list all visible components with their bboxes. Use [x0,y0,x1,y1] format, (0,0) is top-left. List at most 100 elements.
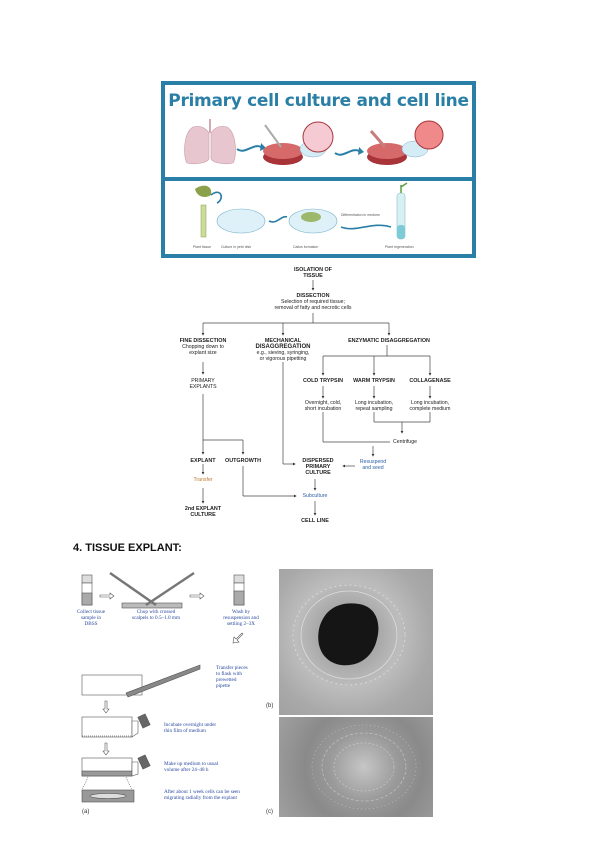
explant-micrograph-c [279,717,433,817]
fine-title: FINE DISSECTION [179,338,227,344]
subculture-label: Subculture [302,493,328,499]
down-arrow-icon [102,742,110,756]
enzymatic-node: ENZYMATIC DISAGGREGATION [348,338,430,344]
collagenase-title: COLLAGENASE [409,378,451,384]
migrating-cells-image [311,724,417,810]
chop-line-1: Chop with crossed [136,609,176,615]
transfer-line-4: pipette [216,683,231,689]
transfer-step-label: Transfer pieces to flask with prewetted … [216,665,248,689]
warm-desc: Long incubation, repeat sampling [355,400,393,412]
after-step-label: After about 1 week cells can be seen mig… [164,789,240,801]
flask-icon [81,713,151,738]
second-explant-2: CULTURE [190,512,216,518]
chop-line-2: scalpels to 0.5–1.0 mm [132,615,180,621]
after-line-2: migrating radially from the explant [164,795,237,801]
explant-closeup-icon [81,776,135,803]
tissue-explant-figure: Collect tissue sample in DBSS Chop with … [76,565,434,820]
collect-step-label: Collect tissue sample in DBSS [76,609,106,627]
arrow-icon [189,592,205,600]
tube-icon [81,574,93,606]
fine-desc-2: explant size [189,350,217,356]
scalpels-dish-icon [109,571,195,609]
collect-line-1: Collect tissue [76,609,106,615]
explant-tissue-mass [318,603,379,666]
warm-desc-2: repeat sampling [355,406,393,412]
collagenase-node: COLLAGENASE [409,378,450,384]
resuspend-1: Resuspend [359,459,387,465]
flowchart-connectors [201,280,432,516]
explant-micrograph-b [279,569,433,715]
arrow-icon [236,145,262,152]
collagenase-desc: Long incubation, complete medium [410,400,451,412]
explant-outgrowth-image [292,584,406,686]
resuspend-2: and seed [362,465,384,471]
down-arrow-icon [102,700,110,714]
mechanical-node: MECHANICAL DISAGGREGATION e.g., sieving,… [256,338,311,362]
mechanical-desc-2: or vigorous pipetting [259,356,307,362]
second-explant-node: 2nd EXPLANT CULTURE [185,506,221,518]
explant-node: EXPLANT [190,458,215,464]
cell-line-node: CELL LINE [301,518,329,524]
banner-title: Primary cell culture and cell line [168,91,469,111]
centrifuge-node: Centrifuge [393,439,417,445]
wash-line-3: settling 2–3X [226,621,256,627]
centrifuge-label: Centrifuge [393,439,417,445]
collect-line-3: DBSS [84,621,98,627]
culture-dish-icon [216,208,266,234]
mechanical-title-1: MECHANICAL [264,338,302,344]
panel-label-b: (b) [266,703,274,709]
primary-explants-node: PRIMARY EXPLANTS [189,378,216,390]
makeup-line-1: Make up medium to usual [164,761,219,767]
mechanical-title-2: DISAGGREGATION [255,344,311,350]
cold-trypsin-node: COLD TRYPSIN [303,378,343,384]
plant-tissue-label: Plant tissue [193,245,212,249]
cold-desc: Overnight, cold, short incubation [305,400,342,412]
chop-step-label: Chop with crossed scalpels to 0.5–1.0 mm [120,609,192,621]
banner-figure: Primary cell culture and cell line [161,81,476,258]
dispersed-2: PRIMARY [305,464,331,470]
resuspend-node: Resuspend and seed [360,459,386,471]
isolation-line-1: ISOLATION OF [294,267,332,273]
isolation-line-2: TISSUE [303,273,323,279]
tube-icon [233,574,245,606]
dispersed-1: DISPERSED [302,458,334,464]
fine-desc-1: Chopping down to [182,344,224,350]
cell-culture-flowchart: ISOLATION OF TISSUE DISSECTION Selection… [179,267,451,524]
panel-label-a: (a) [82,809,90,815]
primary-explants-2: EXPLANTS [189,384,217,390]
explant-label: EXPLANT [190,458,216,464]
lungs-icon [184,119,236,165]
collagenase-desc-1: Long incubation, [410,400,450,406]
isolation-node: ISOLATION OF TISSUE [294,267,332,279]
transfer-line-3: prewetted [216,677,237,683]
dispersed-primary-culture-node: DISPERSED PRIMARY CULTURE [302,458,333,476]
incubate-step-label: Incubate overnight under thin film of me… [164,722,216,734]
petri-dish-icon [367,120,444,165]
flask-icon [81,754,151,777]
dissection-title: DISSECTION [296,293,330,299]
transfer-label: Transfer [193,477,213,483]
section-heading: 4. TISSUE EXPLANT: [73,542,182,554]
wash-line-1: Wash by [232,609,250,615]
banner-divider [165,177,472,181]
warm-title: WARM TRYPSIN [353,378,395,384]
collagenase-desc-2: complete medium [409,406,451,412]
petri-dish-icon [263,121,334,165]
dissection-node: DISSECTION Selection of required tissue;… [275,293,352,311]
dispersed-3: CULTURE [305,470,331,476]
incubate-line-1: Incubate overnight under [164,722,217,728]
incubate-line-2: thin film of medium [164,728,206,734]
explant-procedure-diagram [81,571,245,803]
dissection-desc-2: removal of fatty and necrotic cells [274,305,352,311]
arrow-icon [334,149,360,156]
cell-line-label: CELL LINE [301,518,329,524]
primary-explants-1: PRIMARY [191,378,215,384]
regeneration-label: Plant regeneration [385,245,414,249]
callus-label: Callus formation [293,245,319,249]
outgrowth-label: OUTGROWTH [225,458,261,464]
collect-line-2: sample in [80,615,102,621]
enzymatic-title: ENZYMATIC DISAGGREGATION [348,338,430,344]
after-line-1: After about 1 week cells can be seen [164,789,240,795]
outgrowth-node: OUTGROWTH [225,458,261,464]
panel-label-c: (c) [266,809,273,815]
